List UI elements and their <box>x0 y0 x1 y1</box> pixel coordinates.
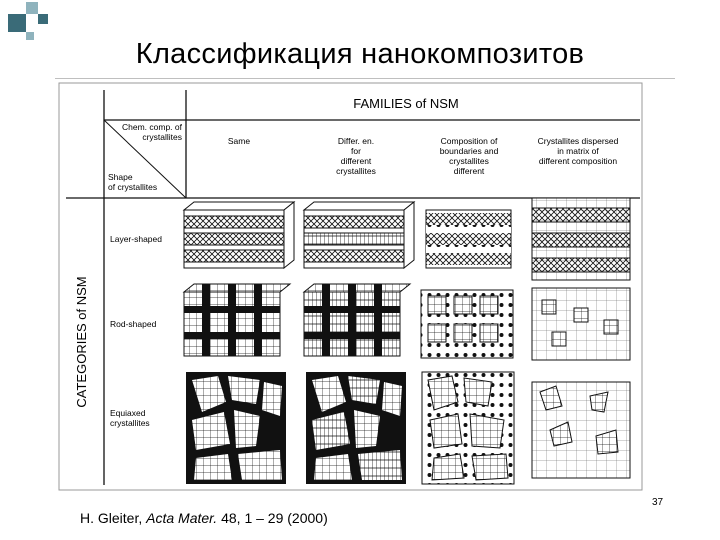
families-header: FAMILIES of NSM <box>353 96 458 111</box>
cell-rod-same <box>182 283 292 357</box>
corner-top-line: crystallites <box>142 132 182 142</box>
column-header-differ: for <box>351 146 361 156</box>
cell-equiaxed-differ <box>306 372 406 484</box>
row-labels: Layer-shaped Rod-shaped Equiaxed crystal… <box>110 234 162 428</box>
corner-bottom-line: Shape <box>108 172 133 182</box>
slide-number: 37 <box>652 497 664 508</box>
column-header-same: Same <box>228 136 250 146</box>
column-headers: Same Differ. en. for different crystalli… <box>228 136 619 176</box>
cell-layer-composition <box>425 209 512 269</box>
cell-equiaxed-composition <box>421 371 515 485</box>
cell-rod-composition <box>420 289 514 359</box>
column-header-composition: boundaries and <box>440 146 499 156</box>
corner-square-dark <box>8 14 26 32</box>
corner-top-label: Chem. comp. of crystallites <box>122 122 183 142</box>
title-divider <box>55 78 675 79</box>
figure-frame <box>58 82 643 491</box>
column-header-composition: crystallites <box>449 156 489 166</box>
corner-square-dark <box>38 14 48 24</box>
column-header-differ: crystallites <box>336 166 376 176</box>
corner-bottom-line: of crystallites <box>108 182 157 192</box>
nanocomposite-classification-figure: FAMILIES of NSM Chem. comp. of crystalli… <box>58 82 643 491</box>
cell-layer-same <box>182 200 296 270</box>
cell-equiaxed-dispersed <box>531 381 631 479</box>
corner-decoration <box>0 0 60 40</box>
categories-header: CATEGORIES of NSM <box>74 276 89 407</box>
corner-square-light <box>26 32 34 40</box>
citation-reference: 48, 1 – 29 (2000) <box>221 510 328 526</box>
corner-square-light <box>26 2 38 14</box>
slide-title: Классификация нанокомпозитов <box>135 38 585 70</box>
column-header-differ: Differ. en. <box>338 136 374 146</box>
corner-bottom-label: Shape of crystallites <box>108 172 157 192</box>
cell-rod-dispersed <box>531 287 631 361</box>
column-header-composition: Composition of <box>441 136 498 146</box>
column-header-dispersed: different composition <box>539 156 618 166</box>
row-label-equiaxed: crystallites <box>110 418 150 428</box>
cell-rod-differ <box>302 283 412 357</box>
citation-journal: Acta Mater. <box>146 510 218 526</box>
citation: H. Gleiter, Acta Mater. 48, 1 – 29 (2000… <box>80 510 328 526</box>
column-header-dispersed: in matrix of <box>557 146 599 156</box>
cell-layer-dispersed <box>531 197 631 281</box>
cell-equiaxed-same <box>186 372 286 484</box>
corner-diagonal <box>103 119 187 199</box>
column-header-dispersed: Crystallites dispersed <box>538 136 619 146</box>
row-label-layer: Layer-shaped <box>110 234 162 244</box>
cell-layer-differ <box>302 200 416 270</box>
column-header-composition: different <box>454 166 485 176</box>
row-label-rod: Rod-shaped <box>110 319 157 329</box>
row-label-equiaxed: Equiaxed <box>110 408 146 418</box>
citation-authors: H. Gleiter, <box>80 510 143 526</box>
column-header-differ: different <box>341 156 372 166</box>
corner-top-line: Chem. comp. of <box>122 122 183 132</box>
